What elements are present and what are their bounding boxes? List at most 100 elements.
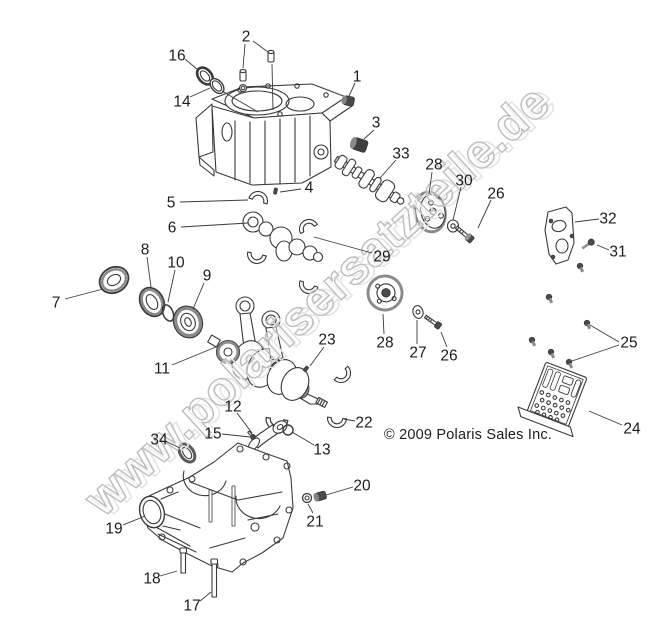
callout-label-33: 33: [392, 146, 409, 163]
leader-line-31: [596, 244, 610, 251]
callout-label-26: 26: [487, 186, 504, 203]
callout-label-28: 28: [425, 157, 442, 174]
leader-line-33: [379, 159, 397, 179]
gasket-32-drawing: [544, 206, 575, 265]
callout-label-25: 25: [620, 335, 637, 352]
callout-label-11: 11: [154, 361, 170, 378]
callout-label-4: 4: [305, 180, 314, 197]
washer-21-drawing: [301, 492, 313, 504]
seal-8-drawing: [138, 286, 166, 318]
leader-line-2: [242, 43, 246, 69]
callout-label-20: 20: [353, 478, 371, 495]
leader-line-17: [199, 591, 212, 602]
callout-label-26: 26: [440, 348, 457, 365]
bolt-17-drawing: [210, 558, 219, 598]
upper-crankcase-drawing: [195, 83, 353, 186]
plug-20-drawing: [313, 490, 327, 502]
leader-line-25: [571, 344, 620, 362]
callout-label-7: 7: [52, 295, 61, 312]
leader-line-28: [428, 171, 433, 195]
callout-label-34: 34: [150, 432, 168, 449]
leader-line-22: [343, 418, 356, 422]
leader-line-30: [452, 186, 462, 221]
leader-line-16: [184, 58, 199, 71]
leader-line-19: [122, 515, 146, 526]
leader-line-9: [192, 282, 205, 310]
leader-line-32: [574, 218, 600, 223]
leader-line-18: [159, 570, 178, 577]
leader-line-14: [221, 90, 259, 113]
leader-line-34: [166, 441, 181, 449]
callout-label-31: 31: [609, 244, 626, 261]
seal-7-drawing: [98, 265, 130, 295]
callout-label-22: 22: [355, 415, 372, 432]
leader-line-26: [477, 199, 492, 229]
copyright-text: © 2009 Polaris Sales Inc.: [384, 427, 553, 443]
leader-line-3: [363, 129, 375, 140]
balance-shaft-drawing: [242, 187, 324, 263]
leader-line-7: [64, 288, 104, 300]
o-ring-13-drawing: [282, 424, 294, 436]
leader-line-10: [167, 269, 176, 303]
leader-line-14: [189, 87, 211, 98]
bolt-2-drawing: [239, 49, 275, 82]
leader-line-21: [307, 503, 314, 514]
callout-label-19: 19: [105, 521, 122, 538]
lower-crankcase-drawing: [138, 442, 294, 573]
callout-label-9: 9: [203, 268, 212, 285]
callout-label-23: 23: [318, 332, 335, 349]
callout-label-29: 29: [373, 249, 390, 266]
leader-line-4: [279, 188, 302, 193]
callout-label-2: 2: [242, 29, 251, 46]
callout-label-27: 27: [409, 345, 426, 362]
camshaft-drawing: [333, 154, 405, 205]
leader-line-20: [325, 486, 354, 496]
leader-line-15: [221, 433, 251, 438]
callout-label-32: 32: [599, 211, 616, 228]
callout-label-24: 24: [623, 421, 641, 438]
callout-label-3: 3: [372, 115, 381, 132]
plug-1-drawing: [341, 95, 355, 107]
callout-annotations: 1234567891011121314151617181920212223242…: [52, 29, 641, 615]
leader-line-1: [348, 82, 356, 97]
leader-line-28: [382, 313, 385, 335]
leader-line-29: [313, 236, 373, 254]
callout-label-8: 8: [141, 242, 150, 259]
callout-label-14: 14: [173, 94, 191, 111]
leader-line-2: [271, 63, 274, 111]
seal-14-drawing: [209, 77, 225, 95]
callout-label-15: 15: [204, 426, 221, 443]
crank-gear-drawing: [366, 274, 404, 312]
callout-label-30: 30: [455, 173, 473, 190]
leader-line-23: [309, 346, 325, 367]
bolt-26-upper-drawing: [454, 225, 475, 244]
callout-label-6: 6: [168, 220, 177, 237]
crankshaft-drawing: [207, 296, 329, 408]
callout-label-16: 16: [168, 48, 185, 65]
callout-label-21: 21: [306, 514, 323, 531]
leader-line-8: [146, 256, 152, 288]
cam-gear-drawing: [413, 190, 447, 234]
leader-line-6: [180, 222, 249, 228]
bearing-9-drawing: [172, 305, 204, 339]
callout-label-1: 1: [353, 69, 362, 86]
callout-label-18: 18: [143, 571, 160, 588]
bolt-26-lower-drawing: [423, 314, 442, 330]
leader-line-2: [252, 40, 269, 53]
leader-line-11: [171, 346, 217, 366]
callout-label-17: 17: [183, 598, 200, 615]
callout-label-13: 13: [313, 442, 330, 459]
callout-label-28: 28: [376, 335, 393, 352]
breather-plate-drawing: [517, 362, 588, 438]
plug-3-drawing: [349, 137, 369, 153]
leader-line-5: [179, 199, 249, 203]
washer-27-drawing: [412, 305, 424, 319]
dowel-23-drawing: [302, 365, 309, 373]
callout-label-5: 5: [167, 195, 176, 212]
screws-25-drawing: [528, 262, 592, 369]
leader-line-13: [291, 431, 315, 446]
screw-31-drawing: [581, 238, 595, 250]
callout-label-10: 10: [167, 255, 185, 272]
